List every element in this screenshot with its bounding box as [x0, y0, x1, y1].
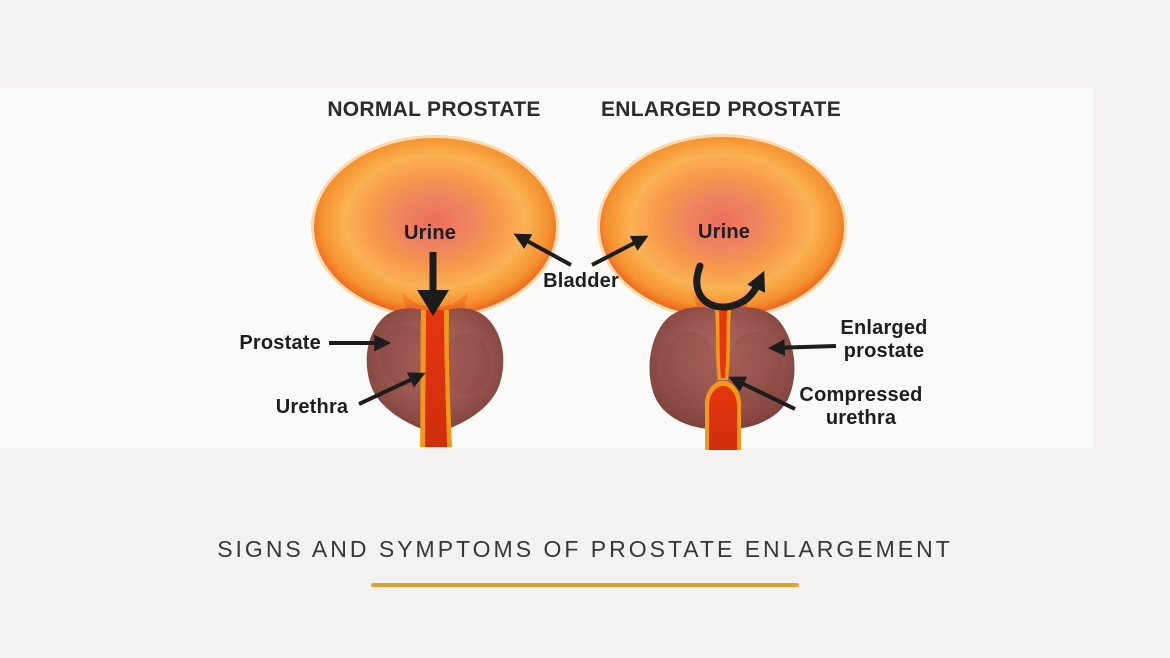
enlarged-prostate-pointer-arrow: [767, 339, 837, 357]
compressed-urethra-channel: [719, 310, 727, 378]
normal-prostate-figure: [311, 135, 559, 447]
urine-blocked-curved-arrow: [693, 262, 766, 311]
urethra-pointer-arrow: [358, 372, 426, 406]
urethra-label: Urethra: [275, 396, 349, 418]
bladder-label: Bladder: [543, 270, 619, 292]
prostate-shading: [663, 332, 717, 404]
compressed-urethra-pointer-arrow: [728, 376, 796, 411]
compressed-urethra-label-line1: Compressed: [799, 384, 923, 406]
urethra-normal-channel: [425, 310, 447, 447]
prostate-shading: [380, 326, 430, 386]
enlarged-prostate-label-line1: Enlarged: [840, 317, 928, 339]
enlarged-prostate-label-line2: prostate: [843, 340, 925, 362]
illustration-card: [0, 88, 1094, 448]
enlarged-prostate-title: ENLARGED PROSTATE: [601, 98, 841, 121]
prostate-shading: [441, 334, 491, 394]
compressed-urethra-label-line2: urethra: [825, 407, 897, 429]
urine-flow-arrow-head: [417, 290, 449, 316]
compressed-urethra-label: Compressed urethra: [771, 384, 951, 430]
enlarged-prostate-figure: [597, 134, 847, 450]
bladder-enlarged: [600, 137, 844, 317]
enlarged-prostate-label: Enlarged prostate: [809, 317, 959, 363]
urine-label-enlarged: Urine: [697, 221, 751, 243]
urine-label-normal: Urine: [403, 222, 457, 244]
bladder-pointer-arrow-left: [513, 233, 572, 267]
prostate-label: Prostate: [239, 332, 321, 354]
bladder-pointer-arrow-right: [591, 235, 649, 267]
pointer-arrows: [329, 233, 837, 411]
page-title: SIGNS AND SYMPTOMS OF PROSTATE ENLARGEME…: [217, 536, 953, 562]
urethra-tube-channel: [709, 386, 737, 450]
bladder-normal: [314, 138, 556, 316]
normal-prostate-title: NORMAL PROSTATE: [327, 98, 541, 121]
title-underline: [371, 583, 799, 587]
